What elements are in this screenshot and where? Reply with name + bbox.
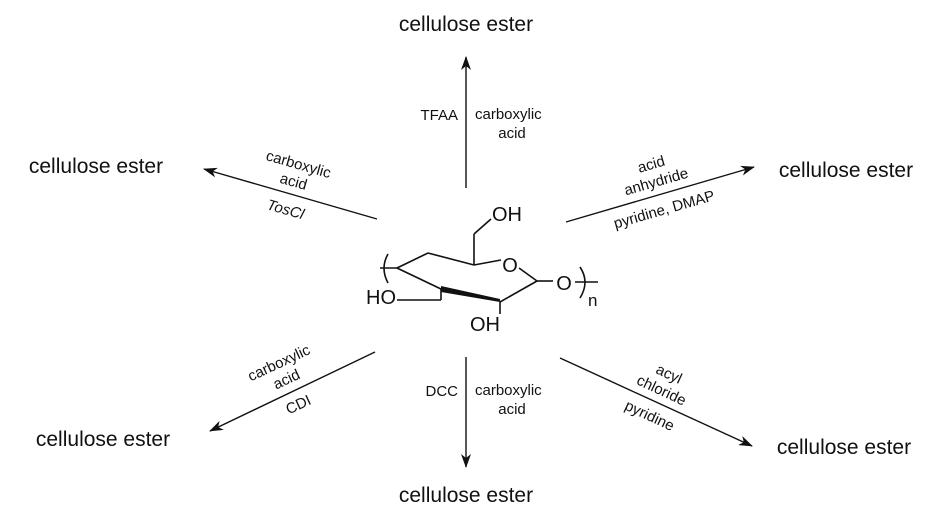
reagent-top-acid: acid (498, 125, 526, 142)
cellulose-repeat-unit: OH O HO OH O n (366, 204, 598, 336)
arrow-lower-right (559, 357, 753, 447)
product-lower-right: cellulose ester (777, 436, 911, 459)
atom-ho-left: HO (366, 287, 396, 309)
product-upper-left: cellulose ester (29, 155, 163, 178)
product-top: cellulose ester (399, 13, 533, 36)
atom-oh-top: OH (492, 204, 522, 226)
arrow-upper-left (203, 167, 378, 220)
product-bottom: cellulose ester (399, 484, 533, 507)
wedge-bond (441, 286, 500, 302)
right-repeat-bracket (579, 266, 586, 299)
reagent-top-tfaa: TFAA (420, 107, 458, 124)
product-lower-left: cellulose ester (36, 428, 170, 451)
product-upper-right: cellulose ester (779, 159, 913, 182)
arrow-upper-right (565, 165, 755, 223)
reagent-ul-acid: acid (278, 170, 309, 194)
atom-ring-o: O (502, 255, 518, 277)
atom-oh-bottom: OH (470, 314, 500, 336)
atom-link-o: O (556, 273, 572, 295)
reagent-ll-cdi: CDI (283, 392, 314, 418)
arrow-lower-left (209, 351, 376, 432)
reagent-bottom-acid: acid (498, 401, 526, 418)
reagent-ur-acid: acid (636, 153, 667, 177)
repeat-n: n (588, 291, 597, 310)
reagent-bottom-carboxylic: carboxylic (475, 382, 542, 399)
reagent-top-carboxylic: carboxylic (475, 106, 542, 123)
reagent-ul-toscl: TosCl (265, 196, 307, 223)
reagent-bottom-dcc: DCC (426, 383, 459, 400)
